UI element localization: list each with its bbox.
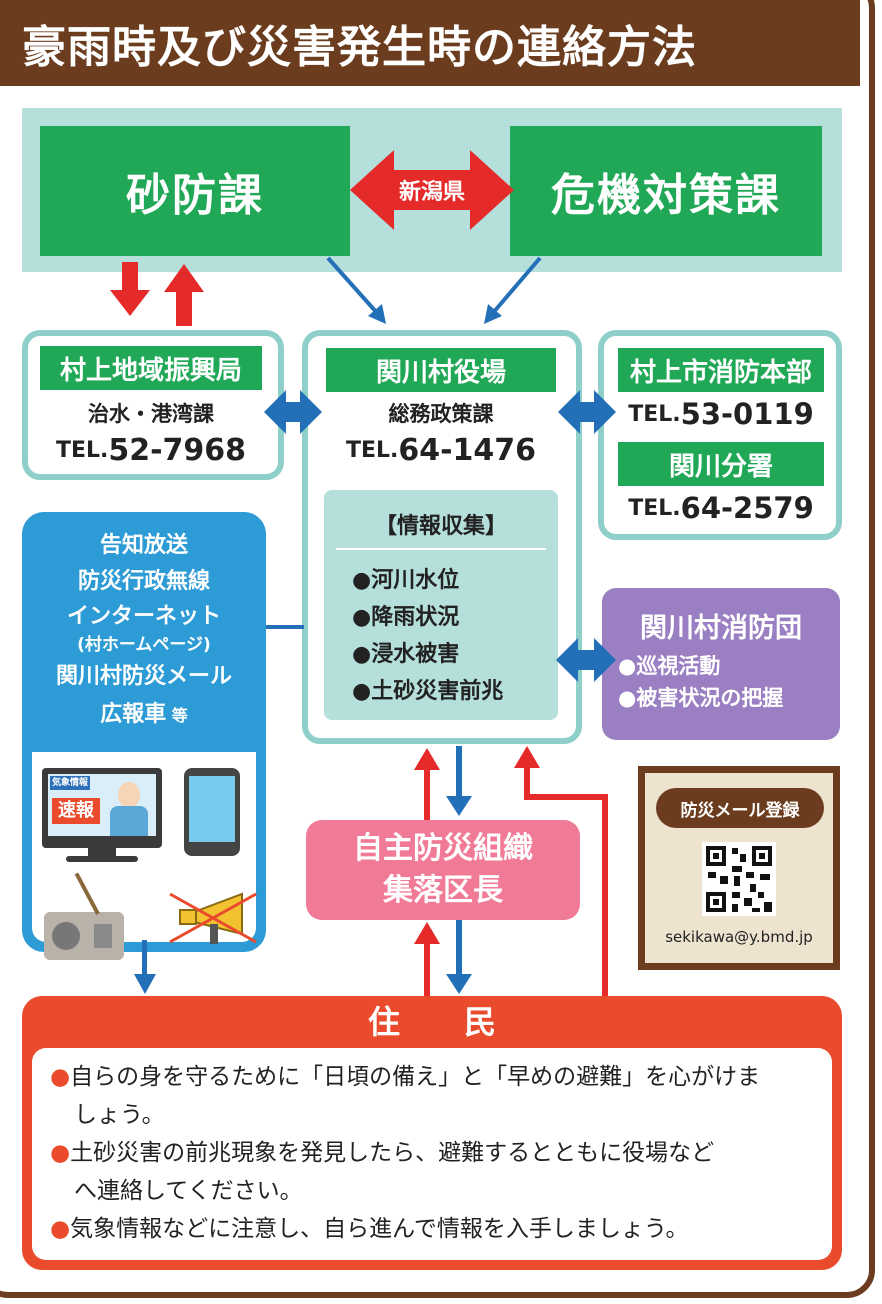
advice-item: ●自らの身を守るために「日頃の備え」と「早めの避難」を心がけま — [50, 1058, 830, 1096]
fire-corps-panel — [602, 588, 840, 740]
village-office-name: 関川村役場 — [326, 348, 556, 392]
mail-address[interactable]: sekikawa@y.bmd.jp — [665, 928, 813, 946]
residents-advice-list: ●自らの身を守るために「日頃の備え」と「早めの避難」を心がけま しょう。 ●土砂… — [50, 1058, 830, 1248]
residents-title: 住 民 — [367, 1003, 496, 1041]
tel-prefix: TEL. — [345, 437, 399, 463]
village-office-dept: 総務政策課 — [388, 402, 494, 426]
megaphone-icon — [160, 890, 260, 946]
divider — [336, 548, 546, 550]
regional-office-name: 村上地域振興局 — [40, 346, 262, 390]
up-arrow — [414, 922, 440, 944]
crisis-division: 危機対策課 — [510, 126, 822, 256]
community-labels: 自主防災組織 集落区長 — [306, 828, 580, 912]
down-arrow — [110, 290, 150, 316]
tv-stand-icon — [88, 848, 116, 856]
prefecture-label: 新潟県 — [398, 180, 465, 205]
announcer-body-icon — [110, 806, 148, 836]
community-leader: 集落区長 — [383, 873, 503, 908]
residents-body — [32, 1048, 832, 1260]
advice-continued: へ連絡してください。 — [74, 1178, 303, 1204]
advice-text: 気象情報などに注意し、自ら進んで情報を入手しましょう。 — [70, 1216, 689, 1242]
link-arrow — [556, 638, 616, 682]
list-item: ●土砂災害前兆 — [352, 679, 504, 704]
method-main: 広報車 — [100, 702, 167, 727]
fire-corps-list: ●巡視活動 ●被害状況の把握 — [618, 650, 783, 714]
fire-dept-tel: TEL.53-0119 — [618, 394, 824, 434]
down-arrow — [368, 304, 386, 324]
regional-office-dept: 治水・港湾課 — [88, 402, 214, 426]
radio-speaker — [52, 922, 80, 950]
info-collection-list: ●河川水位 ●降雨状況 ●浸水被害 ●土砂災害前兆 — [352, 562, 503, 710]
bullet-dot: ● — [50, 1216, 71, 1242]
down-arrow — [446, 796, 472, 816]
bullet-dot: ● — [50, 1064, 71, 1090]
method-suffix: 等 — [166, 706, 188, 725]
list-item: ●浸水被害 — [352, 642, 460, 667]
down-arrow — [134, 974, 156, 994]
down-arrow — [484, 304, 502, 324]
up-arrow — [514, 746, 540, 768]
village-office-tel: TEL.64-1476 — [326, 430, 556, 470]
tv-caption: 気象情報 — [50, 776, 90, 790]
tel-prefix: TEL. — [55, 437, 109, 463]
tel-number: 53-0119 — [680, 397, 814, 431]
method-line: インターネット — [66, 604, 221, 629]
page-title: 豪雨時及び災害発生時の連絡方法 — [0, 0, 860, 86]
list-item: ●降雨状況 — [352, 605, 460, 630]
phone-screen — [189, 776, 235, 842]
tel-prefix: TEL. — [628, 401, 681, 427]
tel-number: 52-7968 — [108, 432, 247, 468]
advice-item: ●土砂災害の前兆現象を発見したら、避難するとともに役場など — [50, 1134, 830, 1172]
advice-text: 土砂災害の前兆現象を発見したら、避難するとともに役場など — [70, 1140, 715, 1166]
announcer-icon — [118, 782, 140, 808]
list-item: ●巡視活動 — [618, 654, 721, 678]
prefecture-link-arrow — [350, 150, 514, 230]
tv-base-icon — [66, 856, 138, 862]
info-collection-title: 【情報収集】 — [374, 514, 507, 539]
tv-icon: 気象情報 速報 — [42, 768, 162, 848]
qr-code-icon[interactable] — [702, 842, 776, 916]
link-arrow — [558, 390, 616, 434]
method-line: 防災行政無線 — [77, 569, 210, 594]
community-org: 自主防災組織 — [353, 831, 533, 866]
tel-number: 64-1476 — [398, 432, 537, 468]
fire-branch-tel: TEL.64-2579 — [618, 488, 824, 528]
radio-panel — [94, 924, 112, 948]
broadcast-methods: 告知放送 防災行政無線 インターネット (村ホームページ) 関川村防災メール 広… — [22, 528, 266, 733]
fire-dept-name: 村上市消防本部 — [618, 348, 824, 392]
up-arrow — [414, 748, 440, 770]
tel-prefix: TEL. — [628, 495, 681, 521]
info-collection-box — [324, 490, 558, 720]
fire-branch-name: 関川分署 — [618, 442, 824, 486]
list-item: ●河川水位 — [352, 568, 460, 593]
community-panel — [306, 820, 580, 920]
down-arrow — [446, 974, 472, 994]
method-line: (村ホームページ) — [77, 635, 211, 655]
method-line: 関川村防災メール — [55, 664, 232, 689]
smartphone-icon — [184, 768, 240, 856]
advice-text: 自らの身を守るために「日頃の備え」と「早めの避難」を心がけま — [70, 1064, 761, 1090]
tv-flash: 速報 — [52, 798, 100, 824]
advice-continued: しょう。 — [74, 1102, 165, 1128]
bullet-dot: ● — [50, 1140, 71, 1166]
advice-item: ●気象情報などに注意し、自ら進んで情報を入手しましょう。 — [50, 1210, 830, 1248]
radio-icon — [44, 912, 124, 960]
tel-number: 64-2579 — [680, 491, 814, 525]
tv-screen: 気象情報 速報 — [48, 774, 156, 836]
fire-corps-name: 関川村消防団 — [640, 613, 802, 644]
list-item: ●被害状況の把握 — [618, 686, 784, 710]
regional-office-tel: TEL.52-7968 — [40, 430, 262, 470]
method-line: 告知放送 — [99, 533, 188, 558]
method-line-last: 広報車 等 — [22, 698, 266, 733]
up-arrow — [164, 264, 204, 292]
sabo-division: 砂防課 — [40, 126, 350, 256]
link-arrow — [264, 390, 322, 434]
mail-register-label: 防災メール登録 — [656, 788, 824, 828]
